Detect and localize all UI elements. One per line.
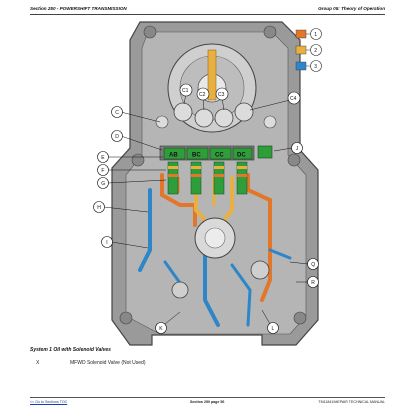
legend-letter: X — [36, 360, 40, 366]
callout-j: J — [296, 146, 299, 152]
callout-f: F — [101, 168, 104, 174]
solenoid-x — [257, 145, 273, 159]
boss — [119, 311, 133, 325]
callout-g: G — [101, 181, 105, 187]
callouts-left: C D E F G H I — [93, 106, 167, 249]
sections-toc-link[interactable]: << Go to Sections TOC — [30, 400, 68, 404]
callout-l: L — [272, 326, 275, 332]
callout-d: D — [115, 134, 119, 140]
callout-q: Q — [311, 262, 315, 268]
callout-c3: C3 — [218, 92, 225, 98]
solenoid-label: BC — [192, 153, 201, 159]
callout-h: H — [97, 205, 101, 211]
figure-title: System 1 Oil with Solenoid Valves — [30, 347, 111, 353]
boss — [263, 25, 277, 39]
solenoid-dc — [232, 147, 253, 160]
page-number: Section 250 page 56 — [190, 400, 225, 404]
key-number-1: 1 — [314, 32, 317, 38]
valve-cap — [155, 115, 169, 129]
callout-i: I — [106, 240, 107, 246]
valve-cap — [263, 115, 277, 129]
solenoid-label: AB — [169, 153, 178, 159]
key-swatch-3 — [295, 61, 307, 71]
clutch-piston-c1 — [173, 102, 193, 122]
lower-port — [250, 260, 270, 280]
solenoid-cc — [209, 147, 232, 160]
solenoid-label: CC — [215, 153, 224, 159]
clutch-piston-c2 — [194, 108, 214, 128]
key-number-2: 2 — [314, 48, 317, 54]
clutch-piston-c4 — [234, 102, 254, 122]
group-title: Group 05: Theory of Operation — [318, 6, 385, 11]
boss — [131, 153, 145, 167]
solenoid-ab — [163, 147, 186, 160]
blue-passage — [138, 188, 152, 272]
legend-text: MFWD Solenoid Valve (Not Used) — [70, 360, 146, 366]
page-header: Section 250 - POWERSHIFT TRANSMISSION Gr… — [30, 5, 385, 17]
color-key: 1 2 3 — [295, 28, 322, 72]
callout-c4: C4 — [290, 96, 297, 102]
boss — [287, 153, 301, 167]
clutch-piston-c3 — [214, 108, 234, 128]
blue-passage — [203, 248, 220, 327]
key-swatch-1 — [295, 29, 307, 39]
manual-id: TM118419#EPAIR TECHNICAL MANUAL — [318, 400, 385, 404]
blue-passage — [230, 263, 252, 327]
lower-port — [171, 281, 189, 299]
section-title: Section 250 - POWERSHIFT TRANSMISSION — [30, 6, 127, 11]
callout-k: K — [159, 326, 163, 332]
solenoid-bodies — [167, 161, 248, 195]
key-swatch-2 — [295, 45, 307, 55]
solenoid-bc — [186, 147, 209, 160]
callout-c1: C1 — [182, 88, 189, 94]
header-rule — [30, 14, 385, 15]
boss — [143, 25, 157, 39]
callouts-right: J Q R — [273, 142, 319, 288]
callouts-top: C1 C2 C3 C4 — [179, 83, 301, 111]
callout-c: C — [115, 110, 119, 116]
callout-r: R — [311, 280, 315, 286]
key-number-3: 3 — [314, 64, 317, 70]
center-valve-core — [204, 227, 226, 249]
callout-c2: C2 — [199, 92, 206, 98]
drum-oil-channel — [207, 49, 217, 101]
callouts-bottom: K L — [155, 309, 279, 334]
solenoid-label: DC — [237, 153, 246, 159]
callout-e: E — [101, 155, 105, 161]
orange-passage — [246, 173, 272, 302]
footer-rule — [30, 397, 385, 398]
blue-passage — [268, 248, 292, 260]
boss — [293, 311, 307, 325]
